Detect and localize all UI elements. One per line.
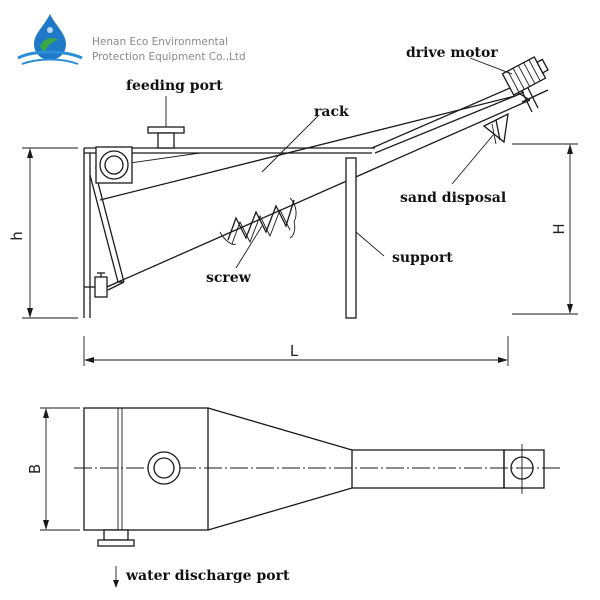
drain-valve — [84, 272, 119, 298]
top-view-end-port — [510, 444, 534, 494]
leader-support — [355, 231, 385, 257]
dimension-H: H — [512, 143, 578, 315]
company-logo: Henan Eco Environmental Protection Equip… — [17, 14, 246, 65]
leader-rack — [261, 115, 319, 173]
support-column — [345, 157, 357, 319]
dimension-H-label: H — [550, 223, 568, 234]
dimension-L-label: L — [290, 342, 299, 360]
label-sand-disposal: sand disposal — [400, 190, 506, 206]
company-name-line1: Henan Eco Environmental — [92, 36, 228, 48]
dimension-B: B — [26, 407, 80, 531]
tank-inspection-port — [95, 146, 133, 184]
label-drive-motor: drive motor — [406, 45, 498, 61]
top-view: B water discharge port — [26, 407, 560, 588]
side-view: h H L feeding port rack dri — [8, 45, 578, 366]
company-name-line2: Protection Equipment Co.,Ltd — [92, 51, 246, 63]
drive-motor — [501, 56, 549, 96]
dimension-B-label: B — [26, 464, 44, 474]
leader-screw — [235, 225, 263, 269]
water-discharge-flange — [97, 529, 135, 547]
leader-drive-motor — [469, 57, 513, 75]
dimension-h: h — [8, 147, 78, 319]
label-rack: rack — [314, 104, 349, 120]
dimension-h-label: h — [8, 231, 26, 241]
feeding-port-flange — [147, 126, 185, 149]
label-screw: screw — [206, 270, 252, 286]
label-support: support — [392, 250, 453, 266]
top-view-inspection-port — [147, 451, 181, 485]
label-water-discharge-port: water discharge port — [125, 568, 290, 584]
leader-sand-disposal — [451, 133, 495, 185]
screw-flights — [219, 197, 297, 245]
dimension-L: L — [83, 336, 509, 366]
label-feeding-port: feeding port — [126, 78, 223, 94]
down-arrow-icon — [113, 580, 119, 588]
water-drop-logo-icon — [17, 14, 83, 65]
